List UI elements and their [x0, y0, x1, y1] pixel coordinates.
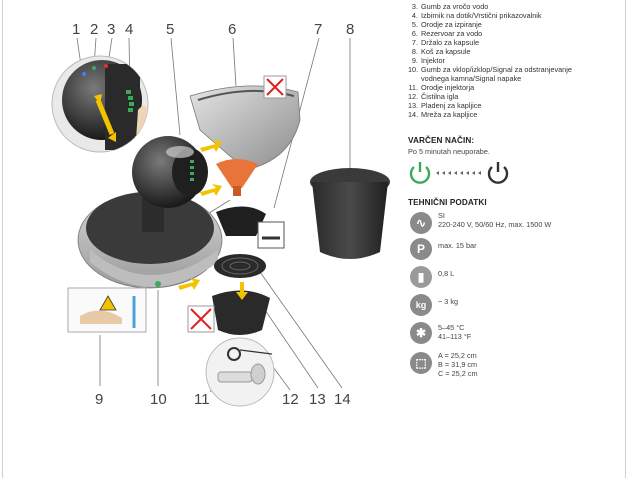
assembly-arrows — [178, 140, 248, 300]
weight-icon: kg — [410, 294, 432, 316]
tank-icon: ▮ — [410, 266, 432, 288]
dimensions-icon: ⬚ — [410, 352, 432, 374]
callout-1: 1 — [72, 21, 81, 38]
exploded-machine-diagram: 1 2 3 4 5 6 7 8 9 10 11 12 13 14 — [50, 0, 402, 478]
drip-grid — [214, 254, 266, 278]
capsule-bin — [310, 168, 390, 259]
callout-4: 4 — [125, 21, 134, 38]
saving-mode-heading: VARČEN NAČIN: — [408, 136, 475, 145]
callout-14: 14 — [334, 391, 351, 408]
machine-base — [77, 176, 223, 289]
ac-icon: ∿ — [410, 212, 432, 234]
power-off-icon — [487, 162, 509, 184]
callout-3: 3 — [107, 21, 116, 38]
power-sequence — [409, 162, 509, 184]
temperature-icon: ✱ — [410, 322, 432, 344]
rinse-tool — [216, 159, 258, 196]
page-edge-left — [2, 0, 3, 478]
tech-data-heading: TEHNIČNI PODATKI — [408, 198, 487, 207]
callout-7: 7 — [314, 21, 323, 38]
callout-13: 13 — [309, 391, 326, 408]
callout-11: 11 — [194, 391, 210, 408]
callout-9: 9 — [95, 391, 104, 408]
callout-6: 6 — [228, 21, 237, 38]
water-tank — [189, 75, 301, 171]
specs-column: 3.Gumb za vročo vodo 4.Izbirnik na dotik… — [408, 2, 572, 378]
callout-8: 8 — [346, 21, 355, 38]
warning-card — [67, 287, 147, 333]
drip-tray — [187, 290, 270, 335]
machine-head — [132, 136, 208, 208]
diagram-drawing — [51, 37, 390, 407]
page-edge-right — [625, 0, 626, 478]
callout-2: 2 — [90, 21, 99, 38]
power-on-icon — [409, 162, 431, 184]
timer-dots-icon — [436, 171, 481, 175]
capsule-holder — [216, 206, 285, 249]
callout-10: 10 — [150, 391, 167, 408]
pressure-icon: P — [410, 238, 432, 260]
touch-selector-zoom — [51, 55, 149, 153]
injector-tool-zoom — [205, 337, 275, 407]
callout-5: 5 — [166, 21, 175, 38]
callout-12: 12 — [282, 391, 299, 408]
saving-mode-text: Po 5 minutah neuporabe. — [408, 147, 490, 156]
